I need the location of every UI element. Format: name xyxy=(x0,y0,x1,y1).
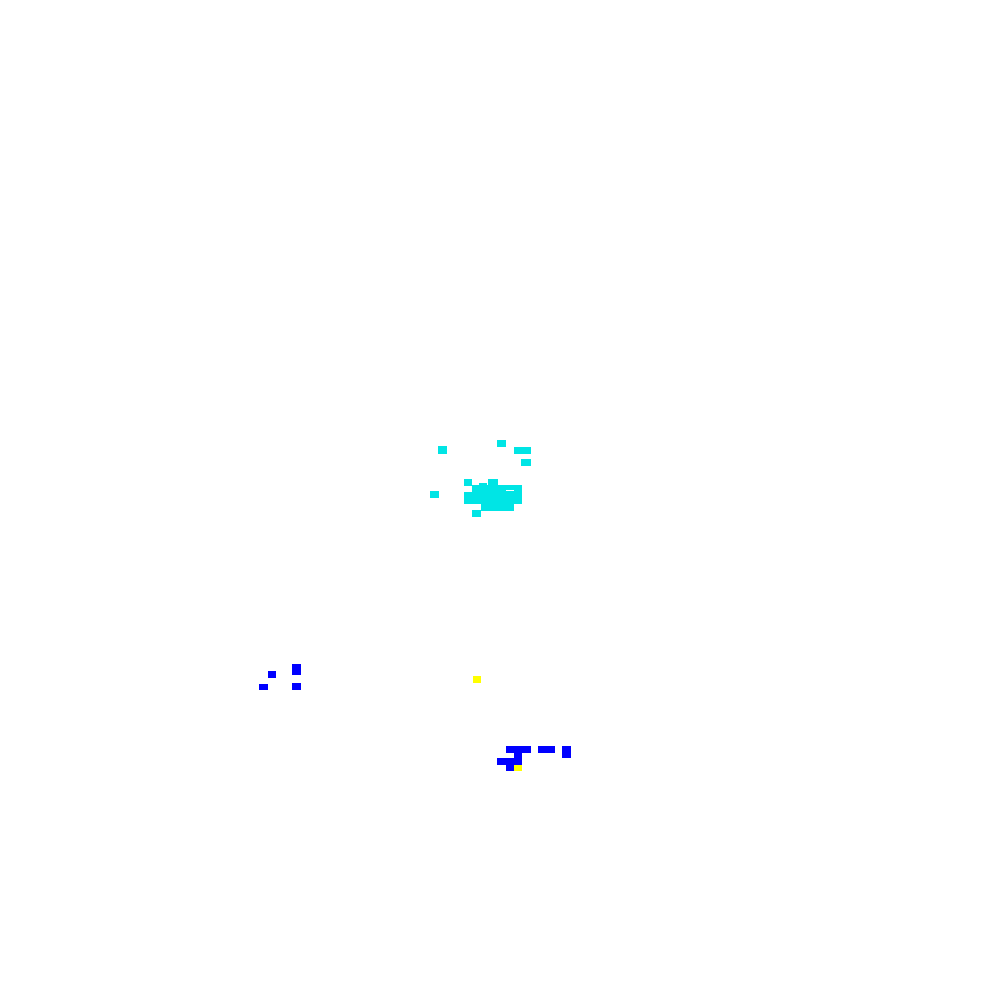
blue-cell xyxy=(514,752,522,760)
cyan-cell xyxy=(464,500,472,504)
blue-cell xyxy=(268,671,276,678)
blue-cell xyxy=(497,758,522,765)
cyan-cell xyxy=(464,492,522,500)
cyan-cell xyxy=(488,479,498,487)
cyan-cell xyxy=(464,479,472,486)
cyan-cell xyxy=(497,440,506,447)
cyan-cell-group xyxy=(430,440,531,517)
cyan-cell xyxy=(506,485,514,490)
cyan-cell xyxy=(472,510,481,517)
blue-cell xyxy=(512,746,522,750)
cyan-cell xyxy=(489,497,499,504)
cyan-cell xyxy=(472,485,506,493)
cyan-cell xyxy=(514,485,522,493)
blue-cell xyxy=(498,762,506,765)
cyan-cell xyxy=(514,447,531,454)
blue-left-cell-group xyxy=(259,664,301,690)
cyan-cell xyxy=(513,497,522,503)
cyan-cell xyxy=(438,446,447,454)
cyan-cell xyxy=(521,459,531,466)
blue-cell xyxy=(562,746,571,758)
cyan-cell xyxy=(498,487,506,493)
blue-cell xyxy=(538,746,555,753)
cyan-cell xyxy=(479,483,487,487)
blue-cell xyxy=(546,750,555,753)
blue-cell xyxy=(292,683,301,690)
cyan-cell xyxy=(505,491,514,499)
blue-cell xyxy=(506,764,515,771)
blue-cell xyxy=(259,684,268,690)
blue-cell xyxy=(292,664,301,675)
cyan-cell xyxy=(481,503,514,511)
blue-bottom-cell-group xyxy=(497,746,571,771)
yellow-cell-group xyxy=(473,676,522,771)
yellow-cell xyxy=(473,676,481,683)
cyan-cell xyxy=(430,491,439,498)
blue-cell xyxy=(296,664,301,668)
yellow-cell xyxy=(514,765,522,771)
